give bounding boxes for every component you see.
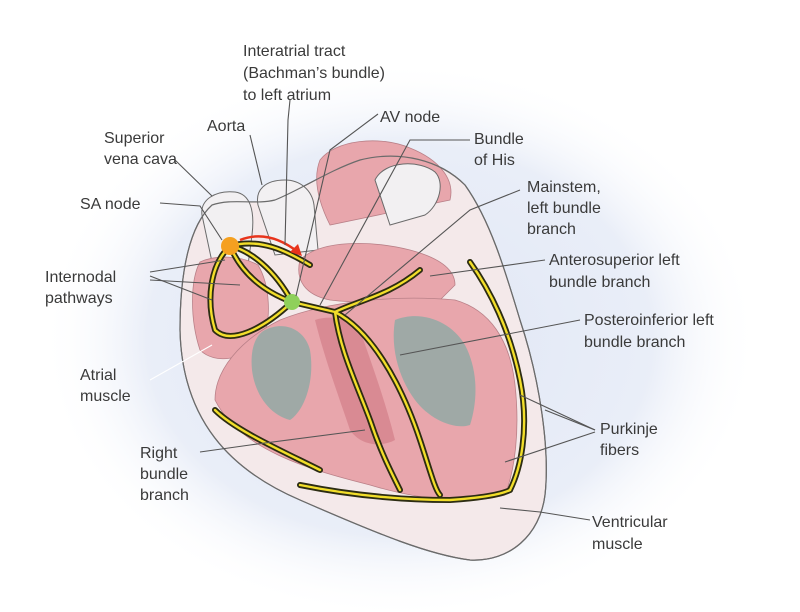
label-line: Superior xyxy=(104,130,165,147)
label-line: Internodal xyxy=(45,269,116,286)
label-line: fibers xyxy=(600,442,639,459)
label-line: bundle xyxy=(140,466,188,483)
label-line: (Bachman’s bundle) xyxy=(243,65,385,82)
label-line: to left atrium xyxy=(243,87,331,104)
label-line: Mainstem, xyxy=(527,179,601,196)
label-line: Right xyxy=(140,445,178,462)
av-node-marker xyxy=(284,294,300,310)
label-line: bundle branch xyxy=(549,274,650,291)
label-aorta: Aorta xyxy=(207,118,245,135)
label-av-node: AV node xyxy=(380,109,440,126)
label-line: muscle xyxy=(592,536,643,553)
label-line: SA node xyxy=(80,196,141,213)
label-line: Purkinje xyxy=(600,421,658,438)
label-line: Bundle xyxy=(474,131,524,148)
label-line: AV node xyxy=(380,109,440,126)
label-line: branch xyxy=(140,487,189,504)
label-line: Aorta xyxy=(207,118,245,135)
label-line: pathways xyxy=(45,290,113,307)
label-sa-node: SA node xyxy=(80,196,141,213)
label-line: bundle branch xyxy=(584,334,685,351)
label-line: Ventricular xyxy=(592,514,668,531)
label-line: Atrial xyxy=(80,367,116,384)
label-line: of His xyxy=(474,152,515,169)
label-line: branch xyxy=(527,221,576,238)
label-line: Interatrial tract xyxy=(243,43,346,60)
label-line: muscle xyxy=(80,388,131,405)
label-line: Anterosuperior left xyxy=(549,252,680,269)
sa-node-marker xyxy=(221,237,239,255)
label-line: left bundle xyxy=(527,200,601,217)
label-line: vena cava xyxy=(104,151,177,168)
label-line: Posteroinferior left xyxy=(584,312,714,329)
